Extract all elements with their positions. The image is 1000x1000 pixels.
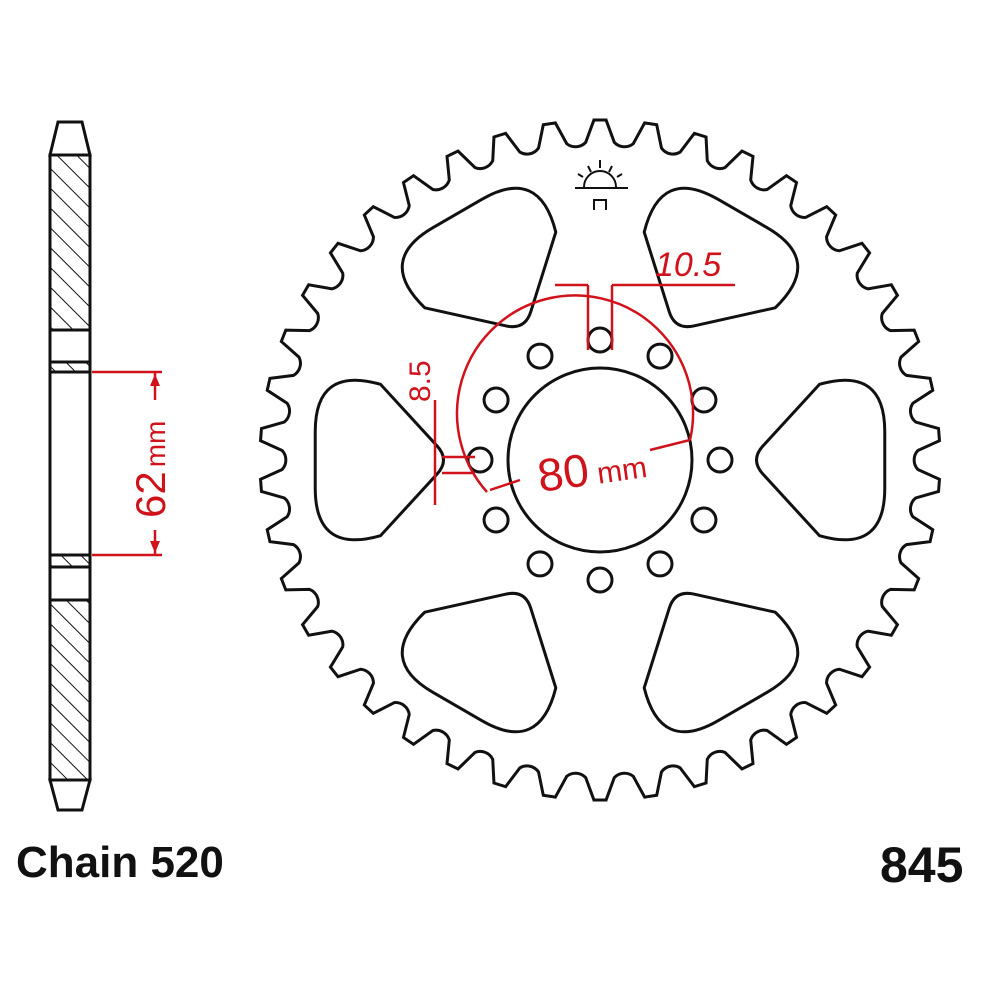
bolt-hole xyxy=(646,342,674,370)
part-number: 845 xyxy=(880,837,964,893)
lightening-cutout xyxy=(400,186,558,329)
lightening-cutout xyxy=(642,186,800,329)
bolt-hole xyxy=(482,386,510,414)
bolt-hole xyxy=(646,550,674,578)
bolt-hole xyxy=(466,446,494,474)
lightening-cutout xyxy=(642,591,800,734)
bolt-hole-value: 10.5 xyxy=(655,246,721,284)
sprocket-face xyxy=(258,118,942,802)
brand-logo-icon xyxy=(575,160,628,210)
face-dimensions xyxy=(433,283,735,505)
bore-value: 62mm xyxy=(127,421,174,518)
bolt-hole xyxy=(690,386,718,414)
pcd-value: 80mm xyxy=(534,435,649,502)
lightening-cutout xyxy=(400,591,558,734)
bore-dimension xyxy=(92,370,162,557)
lightening-cutout xyxy=(313,378,445,542)
bolt-hole xyxy=(706,446,734,474)
side-profile xyxy=(48,120,92,812)
bolt-hole xyxy=(586,566,614,594)
hole-offset-value: 8.5 xyxy=(404,360,437,402)
bolt-hole xyxy=(526,550,554,578)
bolt-hole xyxy=(526,342,554,370)
bolt-hole xyxy=(690,506,718,534)
lightening-cutout xyxy=(755,378,887,542)
bolt-hole xyxy=(586,326,614,354)
center-bore xyxy=(506,366,694,554)
chain-label: Chain 520 xyxy=(16,838,224,887)
bolt-hole xyxy=(482,506,510,534)
